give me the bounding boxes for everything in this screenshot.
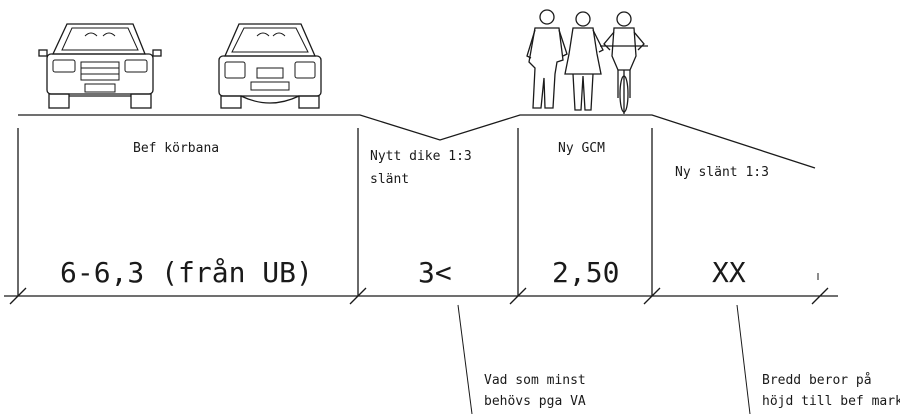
pedestrian-icon (564, 11, 604, 111)
dimension-slope: XX (712, 256, 746, 289)
label-road: Bef körbana (133, 141, 219, 156)
label-gcm: Ny GCM (558, 141, 605, 156)
note-slope-line1: Bredd beror på (762, 373, 872, 388)
ground-profile (18, 114, 816, 169)
leader-ditch (457, 304, 473, 415)
dimension-ditch: 3< (418, 256, 452, 289)
note-ditch-line1: Vad som minst (484, 373, 586, 388)
section-dividers (17, 128, 653, 296)
note-ditch-line2: behövs pga VA (484, 394, 586, 409)
pedestrian-icon (526, 9, 568, 109)
label-ditch-line1: Nytt dike 1:3 (370, 149, 472, 164)
cyclist-icon (600, 11, 648, 114)
note-slope-line2: höjd till bef mark (762, 394, 900, 409)
label-slope: Ny slänt 1:3 (675, 165, 769, 180)
leader-slope (736, 304, 751, 415)
car-front-icon (38, 23, 162, 109)
dimension-road: 6-6,3 (från UB) (60, 256, 313, 289)
car-rear-icon (218, 23, 322, 109)
dimension-line (4, 273, 838, 305)
label-ditch-line2: slänt (370, 172, 409, 187)
dimension-gcm: 2,50 (552, 256, 619, 289)
